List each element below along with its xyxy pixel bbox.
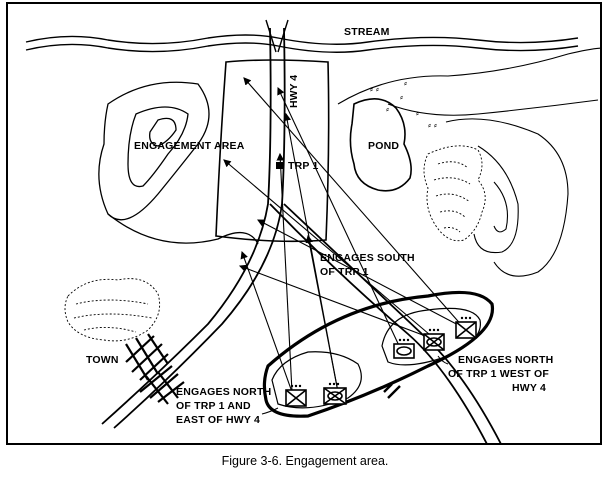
svg-text:⸗ ⸗: ⸗ ⸗ [428, 121, 437, 131]
svg-text:⸗: ⸗ [416, 109, 419, 119]
marsh-marks: ⸗ ⸗⸗⸗ ⸗⸗ ⸗⸗ [370, 79, 437, 131]
pond [349, 98, 412, 192]
figure-frame: ⸗ ⸗⸗⸗ ⸗⸗ ⸗⸗ [6, 2, 602, 445]
engages-south-label-line1: ENGAGES SOUTH [320, 252, 415, 264]
stream [25, 34, 579, 53]
woods-left [64, 278, 161, 342]
label-leaders [261, 355, 449, 415]
terrain-map: ⸗ ⸗⸗⸗ ⸗⸗ ⸗⸗ [25, 19, 600, 443]
pond-label: POND [368, 140, 400, 152]
engages-north-west-label-line2: OF TRP 1 WEST OF [448, 368, 550, 380]
highway-4 [101, 19, 502, 443]
svg-text:⸗ ⸗: ⸗ ⸗ [370, 85, 379, 95]
engagement-area-label: ENGAGEMENT AREA [134, 140, 245, 152]
town-label: TOWN [86, 354, 119, 366]
engages-north-west-label-line1: ENGAGES NORTH [458, 354, 554, 366]
svg-text:⸗: ⸗ [404, 79, 407, 89]
woods-right [423, 145, 486, 242]
svg-text:⸗: ⸗ [400, 93, 403, 103]
engages-north-east-label-line3: EAST OF HWY 4 [176, 414, 261, 426]
stream-label: STREAM [344, 26, 390, 38]
left-hill [98, 81, 259, 245]
trp-1-label: TRP 1 [288, 160, 319, 172]
town-grid [125, 333, 185, 405]
fire-arrows [223, 77, 465, 393]
unit-symbols [285, 321, 477, 407]
unit-marks [290, 316, 472, 388]
engagement-area-box [215, 59, 330, 243]
highway-label: HWY 4 [288, 74, 300, 108]
engages-north-west-label-line3: HWY 4 [512, 382, 547, 394]
figure-caption: Figure 3-6. Engagement area. [221, 454, 389, 468]
svg-text:⸗: ⸗ [386, 105, 389, 115]
battle-position [262, 290, 495, 418]
engages-north-east-label-line1: ENGAGES NORTH [176, 386, 272, 398]
engages-south-label-line2: OF TRP 1 [320, 266, 369, 278]
engages-north-east-label-line2: OF TRP 1 AND [176, 400, 251, 412]
hill-contours [337, 47, 600, 277]
trp-1-marker [276, 162, 283, 169]
